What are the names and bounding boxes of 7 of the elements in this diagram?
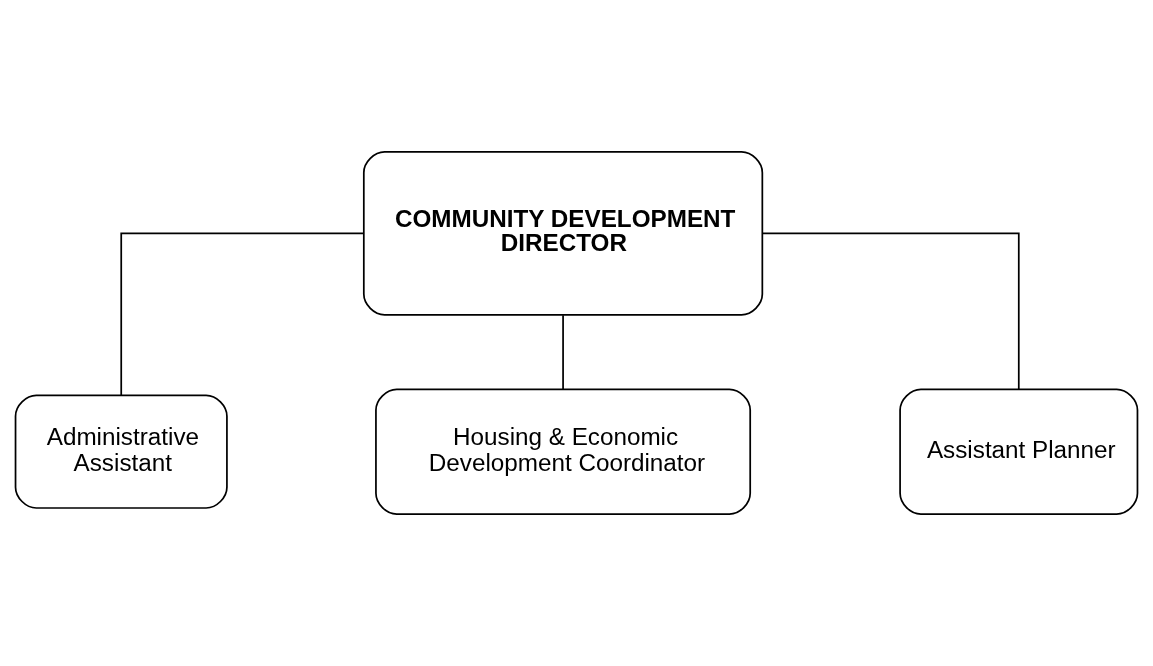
node-box: Housing & Economic Development Coordinator [375, 388, 752, 515]
node-box: COMMUNITY DEVELOPMENT DIRECTOR [362, 151, 764, 316]
node-box: Administrative Assistant [14, 394, 228, 509]
connector [562, 314, 564, 390]
node-box: Assistant Planner [899, 388, 1139, 515]
connector [762, 232, 1020, 390]
connector [120, 232, 365, 396]
